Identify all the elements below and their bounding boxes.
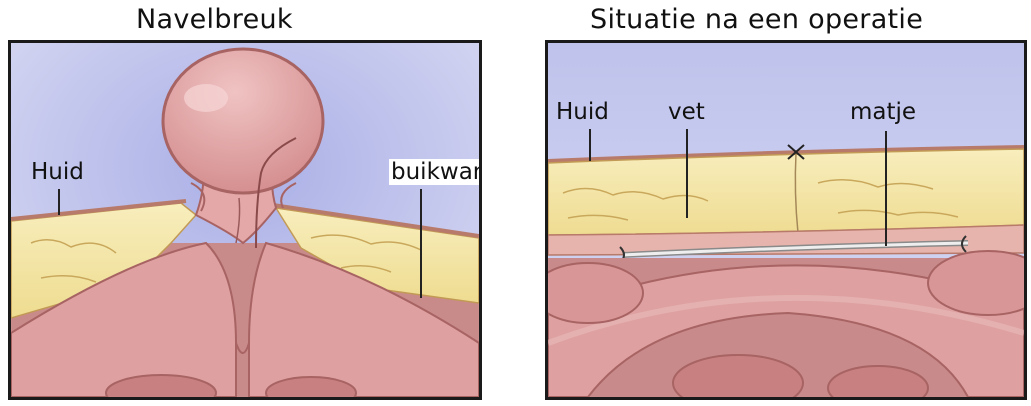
buikwand-label: buikwand — [389, 159, 482, 185]
vet-label: vet — [668, 99, 705, 125]
operatie-title: Situatie na een operatie — [590, 4, 923, 35]
operatie-drawing — [548, 43, 1024, 397]
hernia-drawing — [11, 43, 479, 397]
huid-label: Huid — [556, 99, 609, 125]
operatie-illustration: Huid vet matje — [545, 40, 1027, 400]
navelbreuk-title: Navelbreuk — [136, 4, 293, 35]
hernia-illustration: Huid buikwand — [8, 40, 482, 400]
matje-label: matje — [850, 99, 916, 125]
huid-label: Huid — [31, 159, 84, 185]
